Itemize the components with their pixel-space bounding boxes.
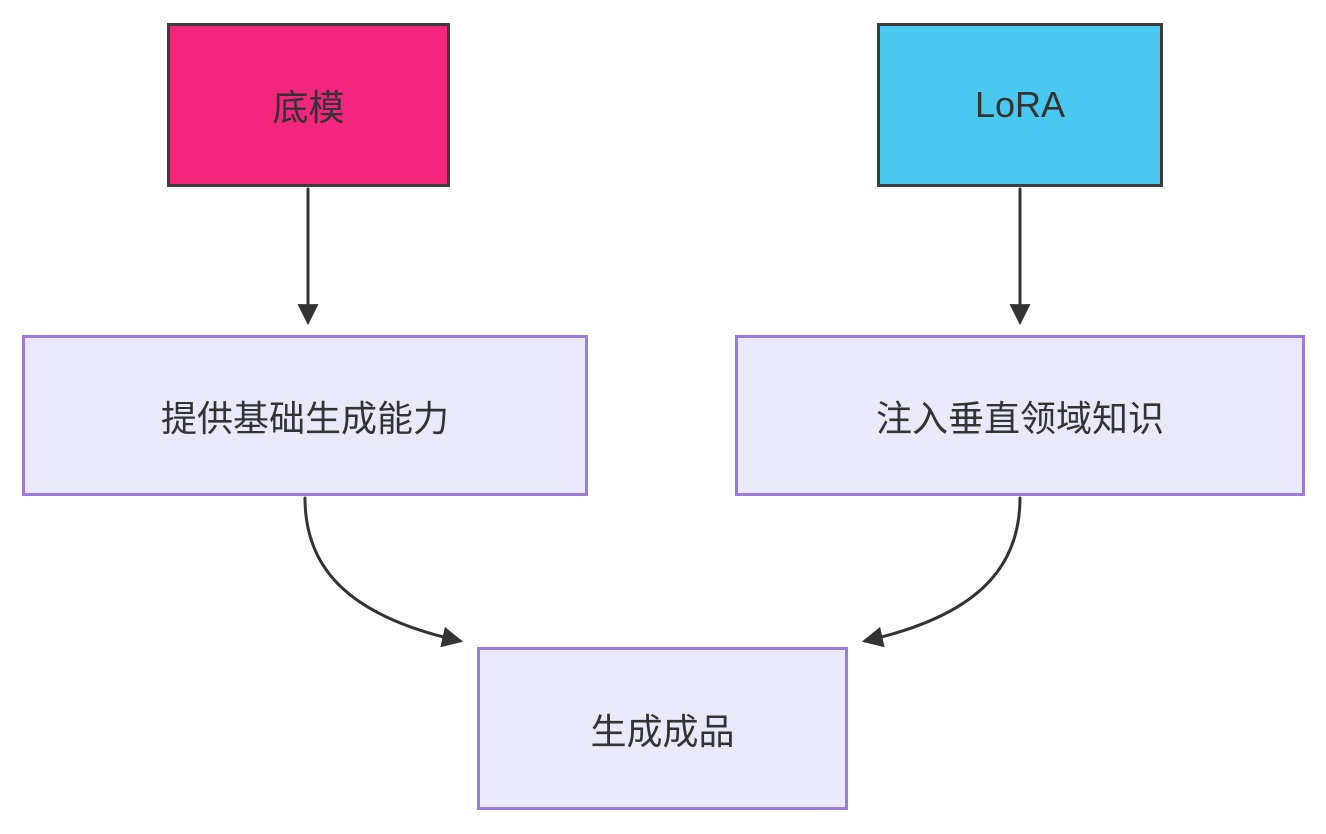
- node-domain-knowledge-label: 注入垂直领域知识: [875, 397, 1164, 439]
- node-base-capability: 提供基础生成能力: [22, 335, 588, 496]
- node-lora: LoRA: [877, 23, 1163, 187]
- node-base-model: 底模: [167, 23, 450, 187]
- edge-domain-knowledge-to-output: [861, 496, 1022, 648]
- node-base-capability-label: 提供基础生成能力: [160, 397, 449, 439]
- edge-base-capability-to-output: [303, 496, 464, 648]
- node-output: 生成成品: [477, 647, 848, 810]
- node-domain-knowledge: 注入垂直领域知识: [735, 335, 1305, 496]
- node-base-model-label: 底模: [272, 87, 345, 128]
- node-output-label: 生成成品: [590, 710, 735, 752]
- node-lora-label: LoRA: [974, 84, 1066, 125]
